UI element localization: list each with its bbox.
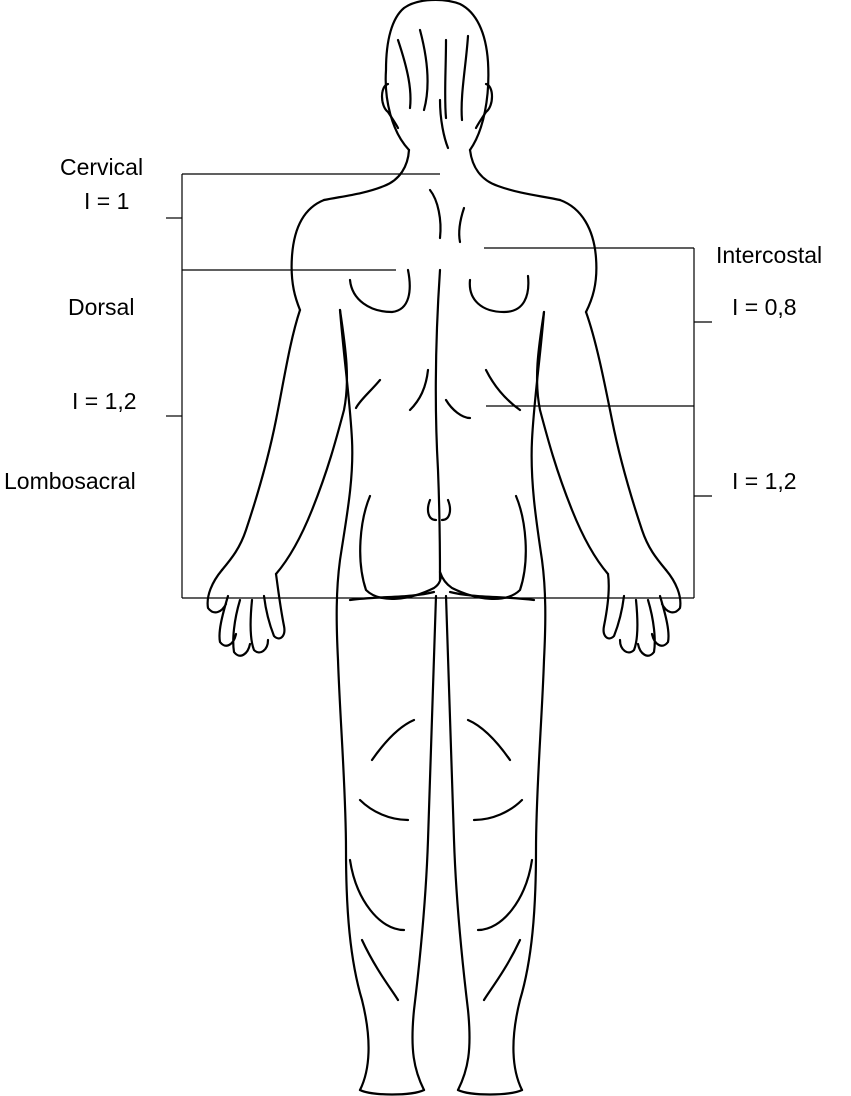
- left-shoulder: [292, 200, 324, 310]
- right-shoulder: [560, 200, 596, 312]
- right-leg-inner: [446, 596, 470, 1090]
- upper-back-marks: [430, 190, 464, 242]
- right-hand: [604, 570, 681, 656]
- label-intercostal-index: I = 0,8: [732, 294, 797, 320]
- label-lombosacral: Lombosacral: [4, 468, 136, 494]
- head-outline: [386, 0, 489, 150]
- left-leg-inner: [412, 596, 436, 1090]
- label-cervical-index: I = 1: [84, 188, 129, 214]
- right-arm-outer: [586, 312, 666, 570]
- left-ear: [382, 84, 398, 128]
- region-labels: Cervical I = 1 Dorsal I = 1,2 Lombosacra…: [4, 154, 822, 494]
- label-cervical: Cervical: [60, 154, 143, 180]
- neck-right: [470, 150, 560, 200]
- label-intercostal: Intercostal: [716, 242, 822, 268]
- right-ear: [476, 84, 492, 128]
- left-calf: [350, 860, 404, 1000]
- mid-back-marks: [356, 370, 520, 418]
- right-calf: [478, 860, 532, 1000]
- right-knee-marks: [468, 720, 522, 820]
- left-arm-outer: [222, 310, 300, 570]
- neck-left: [324, 150, 409, 200]
- left-knee-marks: [360, 720, 414, 820]
- left-hand: [208, 570, 285, 656]
- torso-left: [337, 310, 353, 660]
- right-scapula: [470, 276, 529, 312]
- label-right-lower-index: I = 1,2: [732, 468, 797, 494]
- label-dorsal: Dorsal: [68, 294, 134, 320]
- left-arm-inner: [276, 310, 347, 574]
- spine-line: [436, 270, 440, 580]
- torso-right: [532, 312, 546, 660]
- left-scapula: [350, 270, 410, 312]
- left-foot: [360, 1090, 424, 1095]
- right-foot: [458, 1090, 522, 1095]
- buttocks: [360, 496, 526, 599]
- human-body-back-view: [208, 0, 681, 1094]
- hair-strands: [398, 30, 468, 148]
- label-dorsal-index: I = 1,2: [72, 388, 137, 414]
